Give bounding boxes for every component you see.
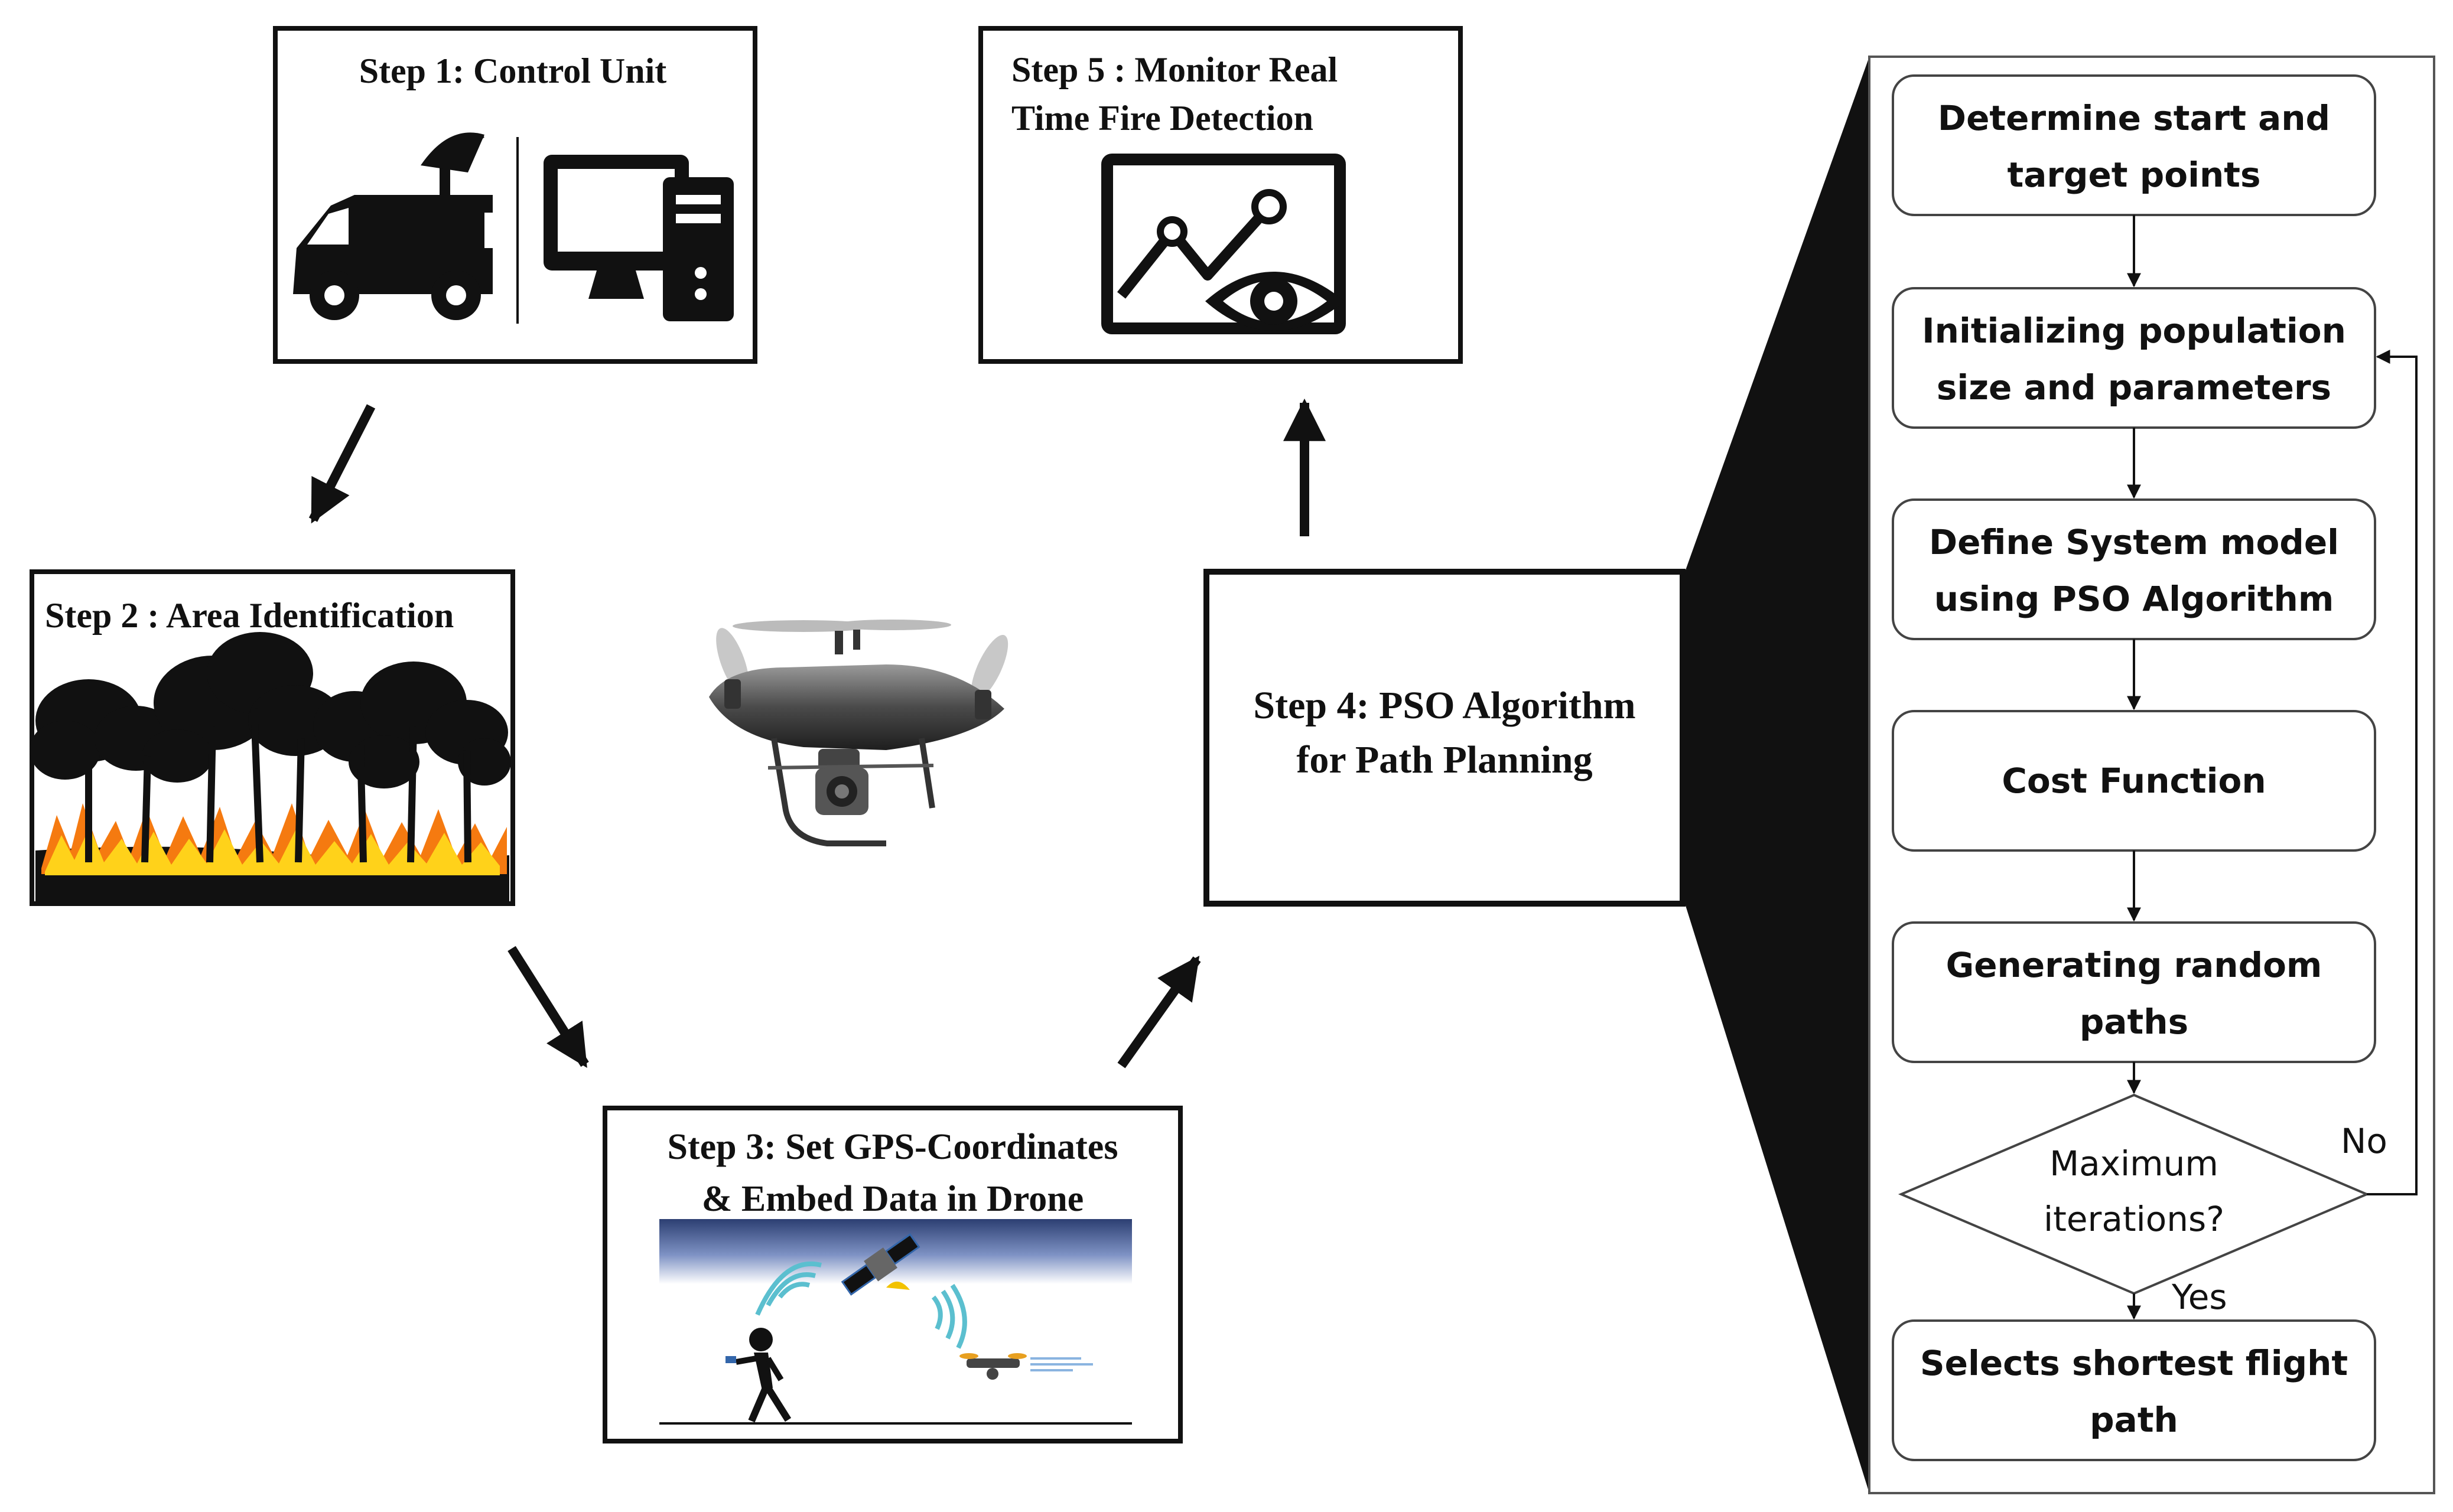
- flow-box-final-line2: path: [2090, 1400, 2178, 1440]
- truck-satellite-icon: [293, 132, 495, 320]
- flow-box-2-line2: size and parameters: [1937, 367, 2331, 408]
- signal-waves-icon: [755, 1261, 967, 1349]
- arrow-step3-to-step4: [1117, 956, 1201, 1068]
- decision-line2: iterations?: [2044, 1199, 2224, 1239]
- flow-decision-max-iterations: Maximum iterations?: [1898, 1093, 2370, 1295]
- flow-box-5-line2: paths: [2080, 1002, 2188, 1042]
- flow-box-1-line2: target points: [2007, 155, 2260, 195]
- decision-line1: Maximum: [2049, 1143, 2218, 1184]
- flow-box-cost-function: Cost Function: [1892, 710, 2376, 852]
- step3-title-line1: Step 3: Set GPS-Coordinates: [668, 1127, 1118, 1167]
- mini-drone-icon: [959, 1353, 1093, 1380]
- step4-title-line1: Step 4: PSO Algorithm: [1253, 684, 1635, 727]
- step1-title: Step 1: Control Unit: [359, 51, 667, 90]
- step2-box: Step 2 : Area Identification: [30, 569, 515, 906]
- flow-box-3-line1: Define System model: [1929, 522, 2339, 562]
- flow-box-generating-paths: Generating random paths: [1892, 921, 2376, 1063]
- quadcopter-drone-image: [709, 620, 1008, 846]
- flow-box-3-line2: using PSO Algorithm: [1934, 579, 2334, 619]
- flow-box-define-system-model: Define System model using PSO Algorithm: [1892, 498, 2376, 640]
- arrow-step1-to-step2: [308, 404, 376, 524]
- flow-box-final-line1: Selects shortest flight: [1920, 1343, 2348, 1383]
- flow-box-5-line1: Generating random: [1946, 945, 2322, 985]
- step2-title: Step 2 : Area Identification: [45, 596, 454, 635]
- step5-title-line1: Step 5 : Monitor Real: [1011, 50, 1338, 89]
- step5-title-line2: Time Fire Detection: [1011, 99, 1313, 138]
- no-label: No: [2341, 1121, 2387, 1161]
- step4-box: Step 4: PSO Algorithm for Path Planning: [1203, 569, 1686, 907]
- flow-box-4-line1: Cost Function: [2002, 761, 2266, 801]
- flow-box-1-line1: Determine start and: [1938, 98, 2330, 138]
- yes-label: Yes: [2171, 1277, 2227, 1317]
- process-arrows: [308, 398, 1326, 1068]
- step1-box: Step 1: Control Unit: [273, 26, 757, 364]
- satellite-icon: [841, 1233, 920, 1296]
- phone-icon: [726, 1356, 736, 1363]
- flow-connectors: [2127, 215, 2418, 1320]
- monitor-chart-eye-icon: [1101, 154, 1346, 334]
- walking-person-icon: [736, 1328, 792, 1423]
- forest-fire-illustration: [30, 632, 511, 901]
- step5-box: Step 5 : Monitor Real Time Fire Detectio…: [978, 26, 1463, 364]
- step3-box: Step 3: Set GPS-Coordinates & Embed Data…: [603, 1106, 1183, 1443]
- flow-box-select-shortest-path: Selects shortest flight path: [1892, 1319, 2376, 1461]
- step3-title-line2: & Embed Data in Drone: [702, 1179, 1084, 1219]
- desktop-computer-icon: [544, 155, 734, 321]
- step4-title-line2: for Path Planning: [1296, 738, 1592, 781]
- pso-flowchart-panel: Determine start and target points Initia…: [1868, 56, 2435, 1494]
- satellite-dish-icon: [886, 1281, 910, 1290]
- flow-box-initializing-population: Initializing population size and paramet…: [1892, 287, 2376, 429]
- flow-box-determine-points: Determine start and target points: [1892, 74, 2376, 216]
- zoom-connector-wedge: [1685, 57, 1869, 1493]
- no-loop-connector: [2367, 350, 2418, 1195]
- flow-box-2-line1: Initializing population: [1922, 311, 2346, 351]
- arrow-step2-to-step3: [507, 946, 589, 1068]
